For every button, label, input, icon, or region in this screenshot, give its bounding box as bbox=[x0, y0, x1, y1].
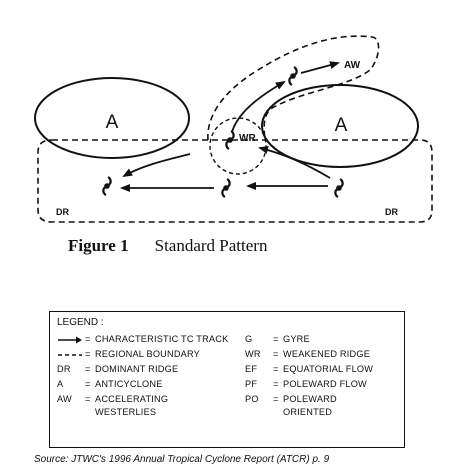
dominant-ridge-right-label: DR bbox=[385, 207, 398, 217]
anticyclone-left-ellipse bbox=[34, 77, 190, 159]
figure-number: Figure 1 bbox=[68, 236, 129, 255]
anticyclone-right-ellipse bbox=[261, 84, 419, 168]
figure-caption: Figure 1 Standard Pattern bbox=[68, 236, 267, 256]
dashed-line-icon bbox=[58, 354, 82, 356]
tc-symbol-north bbox=[288, 66, 298, 86]
tc-symbol-west bbox=[102, 176, 112, 196]
figure-title: Standard Pattern bbox=[154, 236, 268, 255]
weakened-ridge-label: WR bbox=[239, 133, 256, 144]
track-poleward bbox=[231, 80, 286, 133]
dominant-ridge-left-label: DR bbox=[56, 207, 69, 217]
gyre-circle bbox=[209, 117, 267, 175]
dominant-ridge-boundary bbox=[37, 139, 433, 223]
track-curving-west bbox=[122, 153, 191, 177]
legend-box: LEGEND : = CHARACTERISTIC TC TRACK = REG… bbox=[49, 311, 405, 448]
source-citation: Source: JTWC's 1996 Annual Tropical Cycl… bbox=[34, 454, 330, 465]
tc-symbol-east bbox=[334, 178, 344, 198]
standard-pattern-diagram: A A WR AW DR DR bbox=[34, 35, 433, 223]
track-accelerating-westerlies bbox=[300, 61, 340, 74]
tc-symbol-gyre bbox=[225, 130, 235, 150]
anticyclone-right-label: A bbox=[335, 115, 348, 136]
poleward-flow-boundary bbox=[207, 35, 380, 141]
tc-symbol-center bbox=[221, 178, 231, 198]
accelerating-westerlies-label: AW bbox=[344, 60, 361, 71]
anticyclone-left-label: A bbox=[106, 112, 119, 133]
track-east-into-gyre bbox=[258, 145, 331, 179]
solid-arrow-icon bbox=[58, 336, 82, 344]
legend-title: LEGEND : bbox=[57, 317, 104, 328]
